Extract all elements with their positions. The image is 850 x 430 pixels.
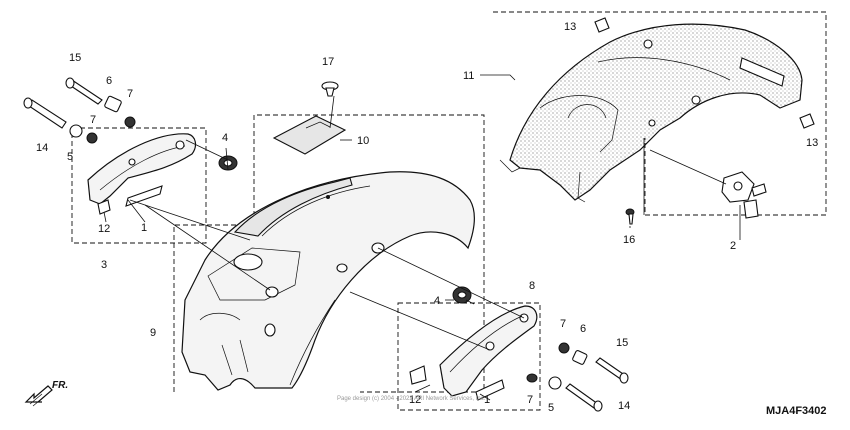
pad <box>272 115 347 155</box>
callout-3: 3 <box>101 259 107 271</box>
callout-10: 10 <box>357 135 369 147</box>
inner-fender <box>499 23 803 203</box>
callout-2: 2 <box>730 240 736 252</box>
bolt-long <box>23 97 67 129</box>
clip-nut <box>594 17 610 33</box>
pad-slot <box>305 121 331 129</box>
copyright-watermark: Page design (c) 2004 - 2022 ARI Network … <box>337 396 486 402</box>
helmet-lock <box>721 171 767 219</box>
washer <box>124 116 136 128</box>
callout-14: 14 <box>618 400 630 412</box>
callout-13: 13 <box>806 137 818 149</box>
bolt-short <box>65 77 103 105</box>
washer <box>86 132 98 144</box>
callout-labels: 1 1 2 3 4 4 5 5 6 6 7 7 7 7 8 9 10 11 12… <box>36 21 818 414</box>
clip-nut <box>799 113 815 129</box>
clip <box>321 81 339 97</box>
front-label: FR. <box>52 380 68 391</box>
callout-11: 11 <box>463 70 474 82</box>
callout-7: 7 <box>527 394 533 406</box>
callout-17: 17 <box>322 56 334 68</box>
callout-15: 15 <box>616 337 628 349</box>
rear-fender <box>181 171 476 391</box>
rubber-mount-hole <box>223 159 233 167</box>
bolt-long <box>565 383 603 412</box>
leader-lines <box>103 74 741 401</box>
screw <box>625 208 635 225</box>
group-box-11 <box>493 11 827 216</box>
callout-5: 5 <box>548 402 554 414</box>
nut <box>548 376 562 390</box>
callout-6: 6 <box>580 323 586 335</box>
callout-9: 9 <box>150 327 156 339</box>
callout-13: 13 <box>564 21 576 33</box>
front-direction-arrow: FR. <box>24 380 68 407</box>
callout-15: 15 <box>69 52 81 64</box>
bolt-short <box>595 357 629 384</box>
callout-6: 6 <box>106 75 112 87</box>
callout-14: 14 <box>36 142 48 154</box>
callout-4: 4 <box>434 295 440 307</box>
collar <box>104 95 122 113</box>
callout-12: 12 <box>98 223 110 235</box>
group-box-3 <box>71 127 207 244</box>
washer <box>558 342 570 354</box>
callout-8: 8 <box>529 280 535 292</box>
left-stay <box>87 133 197 215</box>
nut <box>69 124 83 138</box>
callout-16: 16 <box>623 234 635 246</box>
right-stay <box>409 305 538 401</box>
callout-1: 1 <box>141 222 147 234</box>
callout-7: 7 <box>560 318 566 330</box>
callout-5: 5 <box>67 151 73 163</box>
collar <box>572 350 588 365</box>
callout-12: 12 <box>409 394 421 406</box>
callout-4: 4 <box>222 132 228 144</box>
catalog-code: MJA4F3402 <box>766 405 827 417</box>
rubber-mount-hole <box>457 291 467 299</box>
group-box-8 <box>397 302 541 411</box>
washer <box>526 373 538 383</box>
callout-1: 1 <box>484 394 490 406</box>
callout-7: 7 <box>127 88 133 100</box>
callout-7: 7 <box>90 114 96 126</box>
